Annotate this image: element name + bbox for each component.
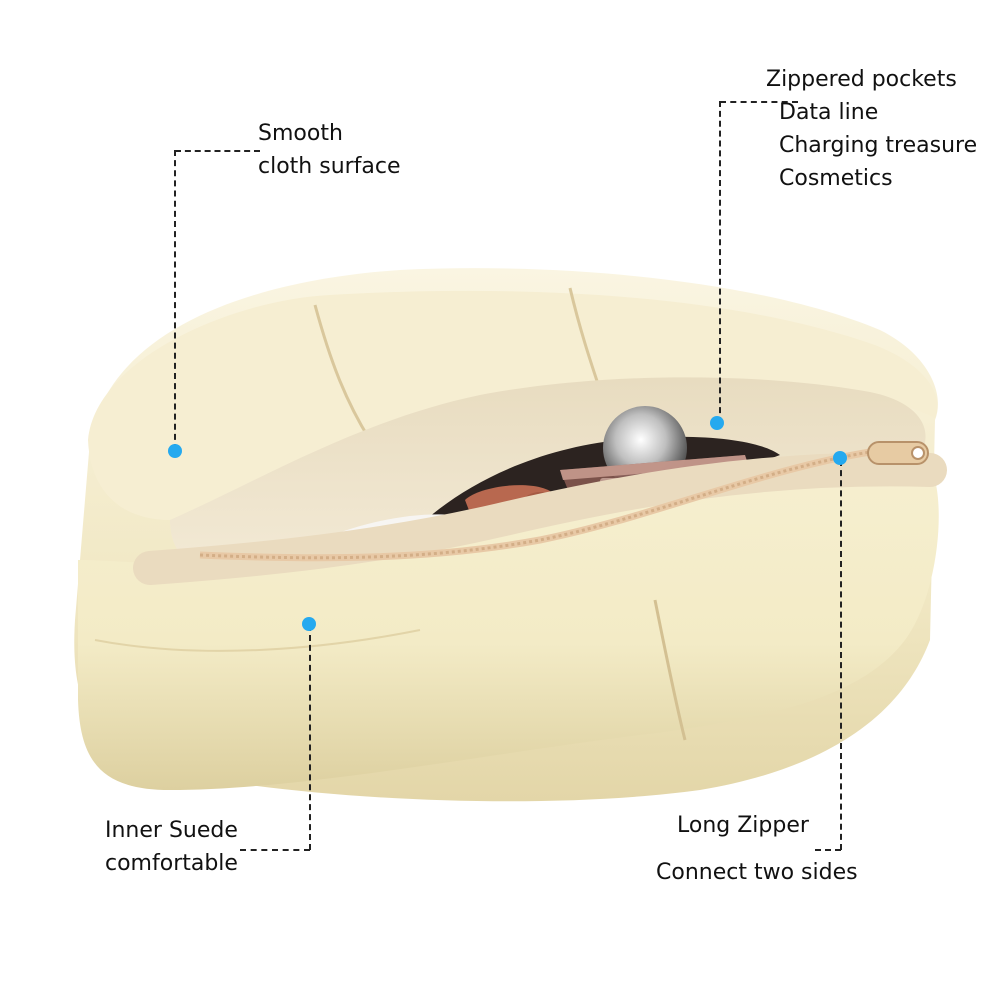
callout-line-zipper-h [815, 849, 841, 851]
label-zipper-line2: Connect two sides [656, 860, 858, 885]
label-suede-line1: Inner Suede [105, 818, 238, 843]
pouch-top-seam [313, 304, 372, 441]
marker-dot-suede [302, 617, 316, 631]
callout-line-suede-h [240, 849, 310, 851]
label-pockets-list: Data line Charging treasure Cosmetics [766, 96, 977, 195]
label-suede: Inner Suede comfortable [105, 814, 238, 880]
callout-line-pockets-v [719, 101, 721, 423]
marker-dot-zipper [833, 451, 847, 465]
label-smooth: Smooth cloth surface [258, 117, 401, 183]
zipper-pull [867, 441, 929, 465]
pouch-bottom-seam [653, 599, 687, 741]
zipper-teeth [199, 450, 871, 560]
label-smooth-line2: cloth surface [258, 154, 401, 179]
callout-line-smooth-v [174, 150, 176, 450]
marker-dot-pockets [710, 416, 724, 430]
label-smooth-line1: Smooth [258, 121, 343, 146]
callout-line-smooth-h [175, 150, 260, 152]
pouch-bottom-shell [78, 465, 939, 790]
label-pockets: Zippered pockets Data line Charging trea… [766, 63, 977, 195]
label-pockets-item: Cosmetics [779, 166, 893, 191]
label-pockets-title: Zippered pockets [766, 67, 957, 92]
label-pockets-item: Data line [779, 100, 879, 125]
marker-dot-smooth [168, 444, 182, 458]
label-zipper-line1: Long Zipper [677, 813, 809, 838]
callout-line-pockets-h [720, 101, 798, 103]
label-suede-line2: comfortable [105, 851, 238, 876]
pouch-bottom-seam-2 [94, 629, 421, 652]
callout-line-suede-v [309, 625, 311, 850]
callout-line-zipper-v [840, 460, 842, 850]
label-pockets-item: Charging treasure [779, 133, 978, 158]
